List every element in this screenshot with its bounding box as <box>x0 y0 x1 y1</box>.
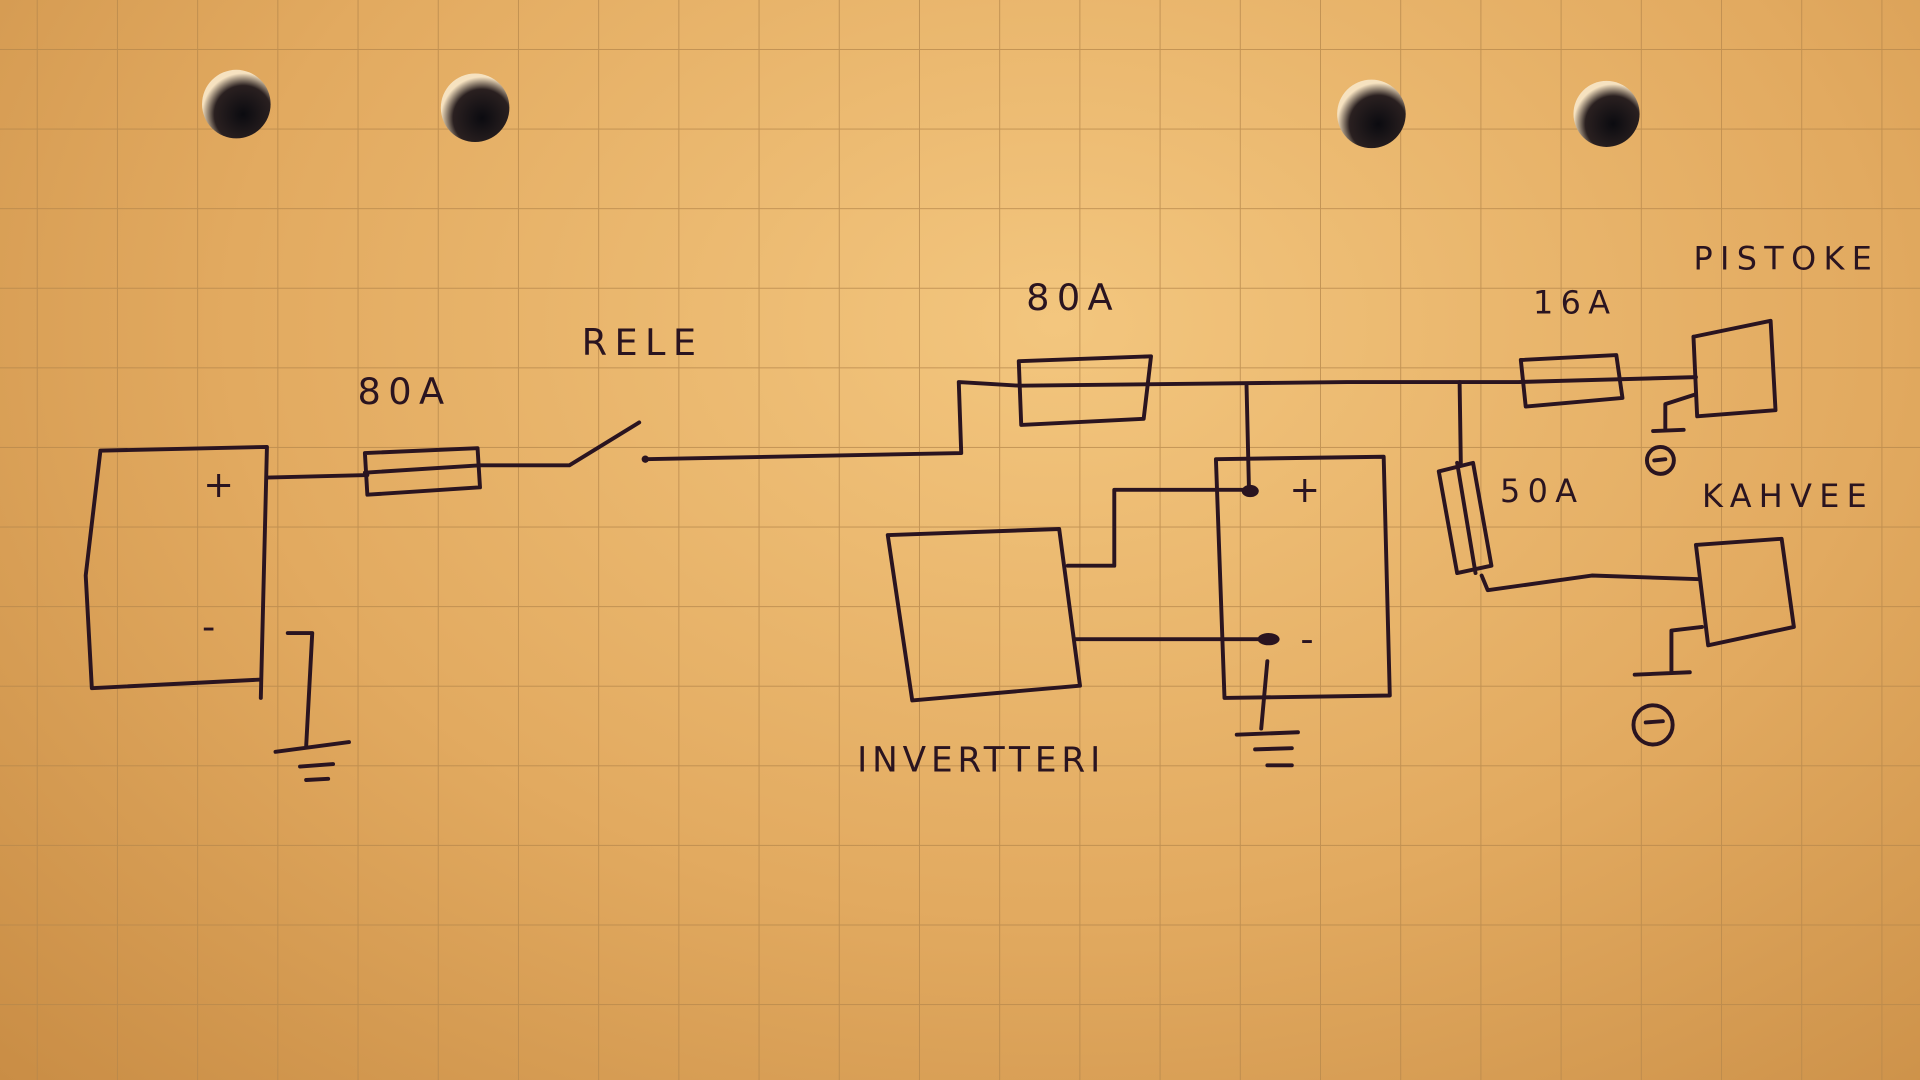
punch-hole <box>202 69 271 139</box>
battery-main: + - <box>83 444 269 700</box>
wire <box>1244 383 1251 492</box>
ground-symbol-socket <box>1644 392 1698 476</box>
punch-hole <box>1337 79 1406 149</box>
coffee-maker-box: KAHVEE <box>1693 477 1874 648</box>
ground-symbol-coffee <box>1631 624 1704 747</box>
relay-label: RELE <box>582 321 704 364</box>
wire <box>643 380 1022 462</box>
fuse-socket: 16A <box>1518 283 1625 409</box>
battery2-minus-label: - <box>1300 617 1313 660</box>
fuse-main-label: 80A <box>358 370 452 413</box>
wire <box>1065 487 1251 568</box>
inverter-box: INVERTTERI <box>857 527 1105 780</box>
fuse-socket-label: 16A <box>1533 283 1617 321</box>
battery-plus-label: + <box>203 463 234 506</box>
battery2-plus-label: + <box>1289 468 1320 511</box>
ground-symbol-battery <box>273 631 351 782</box>
socket-box: PISTOKE <box>1691 239 1879 419</box>
fuse-inverter-label: 80A <box>1026 276 1120 319</box>
punch-holes <box>202 69 1640 149</box>
battery-secondary: + - <box>1213 454 1392 700</box>
battery-minus-label: - <box>202 605 215 648</box>
fuse-coffee: 50A <box>1436 460 1584 576</box>
fuse-inverter: 80A <box>1016 276 1153 427</box>
wire <box>1479 573 1702 593</box>
fuse-main: 80A <box>358 370 482 497</box>
punch-hole <box>1573 80 1640 147</box>
fuse-coffee-label: 50A <box>1500 472 1584 510</box>
punch-hole <box>440 73 510 143</box>
main-bus-wire <box>1018 375 1698 388</box>
ground-symbol-battery2 <box>1234 659 1300 768</box>
wire <box>264 473 370 480</box>
inverter-label: INVERTTERI <box>857 740 1105 780</box>
socket-label: PISTOKE <box>1693 239 1879 277</box>
relay-switch: RELE <box>478 321 704 468</box>
coffee-label: KAHVEE <box>1702 477 1874 515</box>
wire <box>1457 380 1463 465</box>
